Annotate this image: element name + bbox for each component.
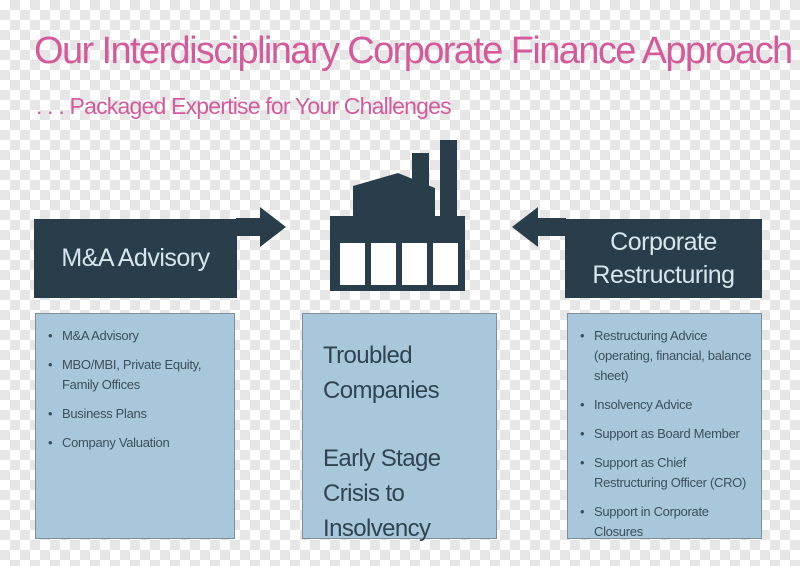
early-stage-crisis-text: Early Stage Crisis to Insolvency [323, 445, 441, 542]
list-item: •Insolvency Advice [580, 395, 755, 415]
ma-advisory-list: •M&A Advisory •MBO/MBI, Private Equity, … [36, 314, 234, 453]
right-arrow-icon [236, 207, 286, 247]
bullet-icon: • [580, 397, 585, 412]
list-item: •Support in Corporate Closures [580, 504, 709, 539]
list-item: •Business Plans [48, 404, 228, 424]
restructuring-list: •Restructuring Advice (operating, financ… [568, 314, 761, 542]
ma-advisory-services-box: •M&A Advisory •MBO/MBI, Private Equity, … [35, 313, 235, 539]
troubled-companies-box: Troubled Companies Early Stage Crisis to… [302, 313, 497, 542]
bullet-icon: • [580, 426, 585, 441]
left-arrow-icon [512, 207, 566, 247]
page-title: Our Interdisciplinary Corporate Finance … [34, 30, 793, 72]
list-item: •Company Valuation [48, 433, 228, 453]
ma-advisory-banner-label: M&A Advisory [61, 244, 210, 272]
list-item: •MBO/MBI, Private Equity, Family Offices [48, 357, 202, 392]
list-item: •M&A Advisory [48, 326, 228, 346]
bullet-icon: • [580, 504, 585, 519]
restructuring-banner-line2: Restructuring [592, 260, 735, 289]
troubled-companies-text: Troubled Companies [323, 342, 440, 404]
bullet-icon: • [48, 328, 53, 343]
bullet-icon: • [580, 328, 585, 343]
restructuring-banner-line1: Corporate [610, 227, 717, 256]
corporate-restructuring-banner: Corporate Restructuring [565, 219, 762, 298]
list-item: •Restructuring Advice (operating, financ… [580, 328, 752, 383]
page-subtitle: . . . Packaged Expertise for Your Challe… [36, 93, 452, 119]
bullet-icon: • [48, 435, 53, 450]
bullet-icon: • [48, 406, 53, 421]
bullet-icon: • [48, 357, 53, 372]
factory-icon [330, 140, 465, 291]
ma-advisory-banner: M&A Advisory [34, 219, 237, 298]
restructuring-services-box: •Restructuring Advice (operating, financ… [567, 313, 762, 539]
list-item: •Support as Board Member [580, 424, 755, 444]
bullet-icon: • [580, 455, 585, 470]
list-item: •Support as Chief Restructuring Officer … [580, 455, 747, 490]
